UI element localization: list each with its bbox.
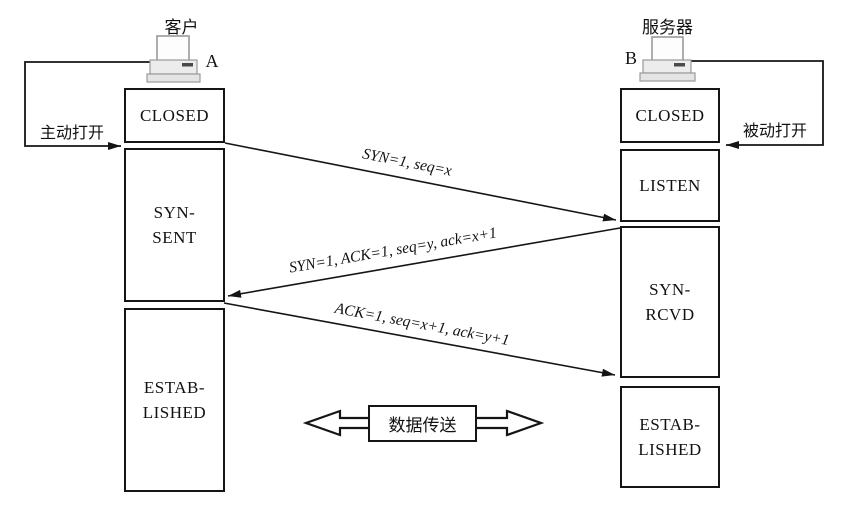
server-computer-icon (639, 36, 696, 82)
client-computer-icon (146, 35, 201, 83)
server-state-established: ESTAB- LISHED (620, 386, 720, 488)
client-state-established: ESTAB- LISHED (124, 308, 225, 492)
synack-message-arrow (227, 227, 621, 298)
server-state-listen: LISTEN (620, 149, 720, 222)
passive-open-label: 被动打开 (742, 123, 807, 140)
server-host-letter: B (624, 48, 637, 68)
syn-message-arrow (224, 142, 617, 222)
passive-open-arrow (690, 60, 824, 149)
server-state-closed: CLOSED (620, 88, 720, 143)
client-state-closed: CLOSED (124, 88, 225, 143)
client-title: 客户 (164, 18, 199, 37)
active-open-arrow (24, 61, 150, 150)
server-title: 服务器 (642, 18, 693, 37)
active-open-label: 主动打开 (39, 125, 104, 142)
ack-message-arrow (223, 302, 616, 377)
data-transfer-left-arrow-icon (302, 409, 374, 437)
server-state-syn-rcvd: SYN- RCVD (620, 226, 720, 378)
data-transfer-box: 数据传送 (368, 405, 477, 442)
data-transfer-right-arrow-icon (471, 409, 545, 437)
client-host-letter: A (205, 51, 219, 71)
client-state-syn-sent: SYN- SENT (124, 148, 225, 302)
